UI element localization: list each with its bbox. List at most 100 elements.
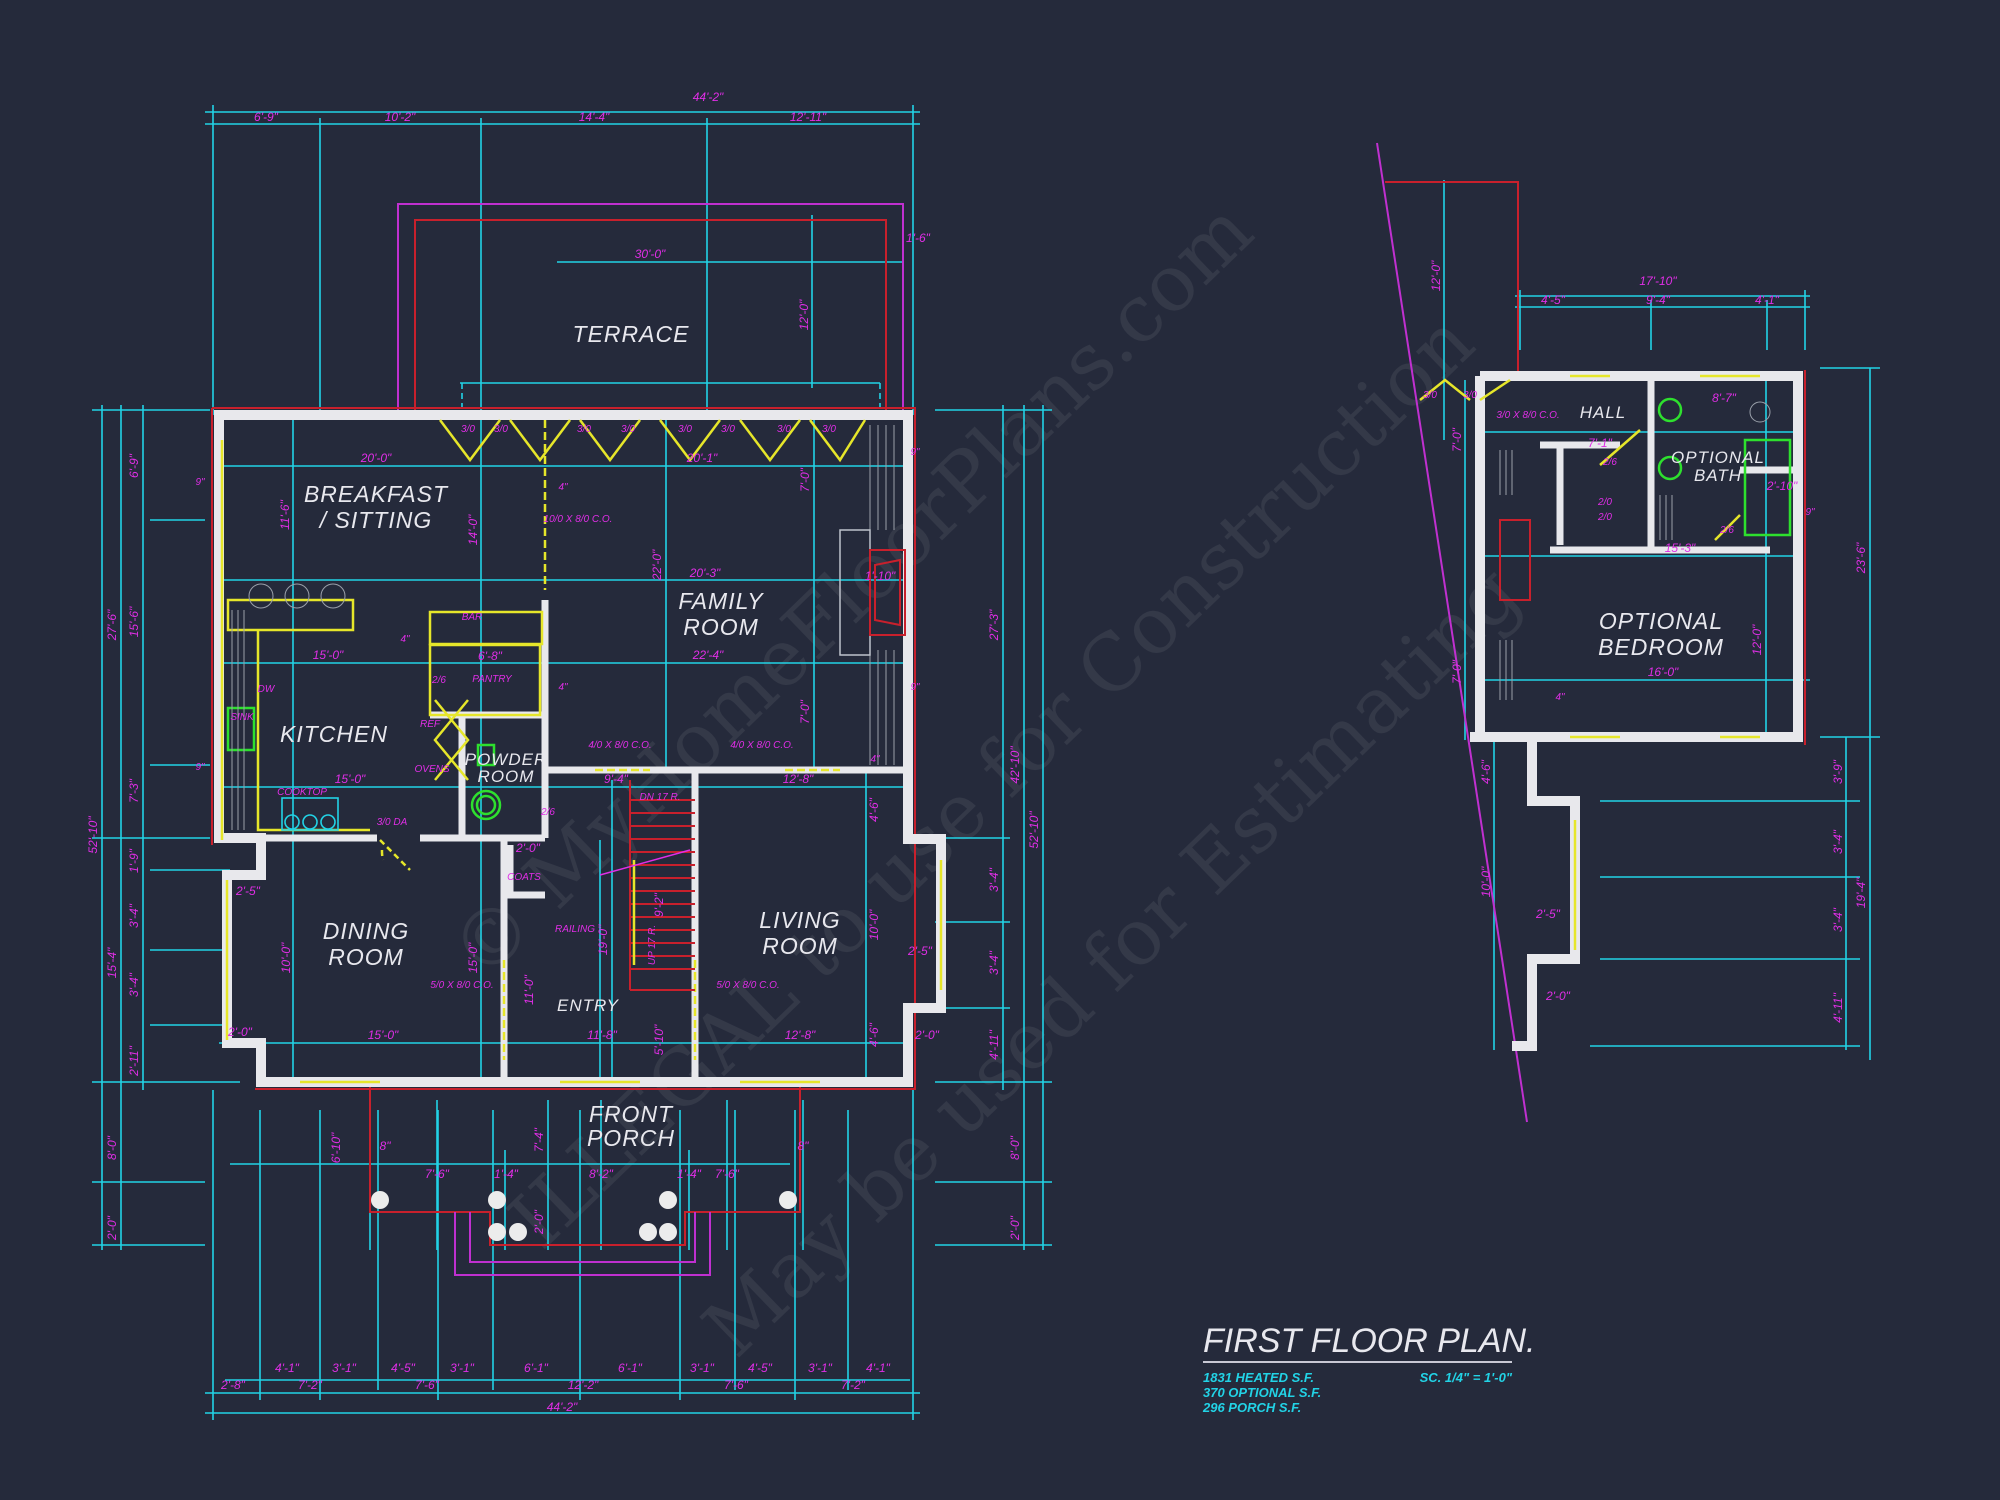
room-label-front-porch: FRONT <box>589 1101 674 1127</box>
column <box>488 1191 506 1209</box>
annotation-note: 2/0 <box>1597 497 1612 508</box>
dimension-label: 6'-9" <box>254 110 279 124</box>
fireplace <box>839 529 906 656</box>
dimension-label: 9'-4" <box>1646 293 1671 307</box>
annotation-note: 9" <box>195 477 205 488</box>
dimension-label: 4'-5" <box>748 1361 773 1375</box>
annotation-note: 2/6 <box>540 807 555 818</box>
dimension-label: 2'-0" <box>532 1209 546 1235</box>
annotation-note: 10/0 X 8/0 C.O. <box>544 514 613 525</box>
dimension-label: 4'-11" <box>987 1029 1001 1059</box>
dimension-label: 4'-5" <box>1541 293 1566 307</box>
column <box>639 1223 657 1241</box>
dimension-label: 16'-0" <box>1648 665 1679 679</box>
main-house-walls <box>211 407 946 1090</box>
column <box>509 1223 527 1241</box>
dimension-label: 4'-6" <box>1479 759 1493 784</box>
dimension-label: 3'-1" <box>808 1361 833 1375</box>
heated-area: 1831 HEATED S.F. <box>1203 1370 1314 1385</box>
dimension-label: 3'-4" <box>1831 829 1845 854</box>
room-label-dining-room: DINING <box>323 918 410 944</box>
annotation-note: 9" <box>910 447 920 458</box>
annotation-note: 4/0 X 8/0 C.O. <box>730 740 793 751</box>
plan-title: FIRST FLOOR PLAN. <box>1203 1322 1536 1360</box>
annotation-note: 3/0 <box>1423 390 1437 401</box>
dimension-label: 7'-6" <box>724 1378 749 1392</box>
dimension-label: 22'-4" <box>692 648 724 662</box>
dimension-label: 7'-2" <box>841 1378 866 1392</box>
dimension-label: 6'-8" <box>478 649 503 663</box>
dimension-label: 6'-1" <box>524 1361 549 1375</box>
dimension-label: 4'-5" <box>391 1361 416 1375</box>
room-label-entry: ENTRY <box>557 996 620 1015</box>
annotation-note: 2/0 <box>1597 512 1612 523</box>
dimension-label: 9'-2" <box>652 892 666 917</box>
dimension-label: 2'-0" <box>515 841 541 855</box>
dimension-label: 8'-2" <box>589 1167 614 1181</box>
dimension-label: 3'-4" <box>127 972 141 997</box>
dimension-label: 20'-0" <box>360 451 392 465</box>
dimension-label: 7'-6" <box>415 1378 440 1392</box>
dimension-label: 2'-5" <box>1535 907 1561 921</box>
annotation-note: DN 17 R. <box>639 792 680 803</box>
annotation-note: PANTRY <box>472 674 513 685</box>
dimension-label: 4'-1" <box>275 1361 300 1375</box>
annotation-note: 9" <box>910 682 920 693</box>
room-label-living-room: ROOM <box>762 933 838 959</box>
dimension-label: 3'-4" <box>1831 907 1845 932</box>
room-label-dining-room: ROOM <box>328 944 404 970</box>
annotation-note: COOKTOP <box>277 787 327 798</box>
annotation-note: 2/6 <box>1719 525 1734 536</box>
annotation-note: 3/0 <box>678 424 692 435</box>
dimension-label: 15'-0" <box>368 1028 399 1042</box>
dimension-label: 2'-5" <box>907 944 933 958</box>
annotation-note: 3/0 X 8/0 C.O. <box>1496 410 1559 421</box>
annotation-note: 4" <box>400 634 410 645</box>
room-label-family-room: ROOM <box>683 614 759 640</box>
dimension-label: 3'-1" <box>450 1361 475 1375</box>
dimension-label: 19'-0" <box>596 924 610 955</box>
dimension-label: 12'-2" <box>568 1378 599 1392</box>
dimension-label: 15'-6" <box>127 606 141 637</box>
room-label-optional-bath: OPTIONAL <box>1671 448 1765 467</box>
dimension-label: 10'-0" <box>1479 866 1493 897</box>
room-label-hall: HALL <box>1580 403 1627 422</box>
annotation-note: 4/0 X 8/0 C.O. <box>588 740 651 751</box>
annotation-note: 2/6 <box>1602 457 1617 468</box>
dimension-label: 23'-6" <box>1854 542 1868 574</box>
dimension-label: 3'-4" <box>127 903 141 928</box>
dimension-label: 1'-6" <box>906 231 931 245</box>
dimension-label: 12'-11" <box>790 110 827 124</box>
dimension-label: 1'-9" <box>127 848 141 873</box>
dimension-label: 7'-6" <box>425 1167 450 1181</box>
dimension-label: 22'-0" <box>650 549 664 581</box>
dimension-lines <box>92 105 1880 1420</box>
column <box>659 1191 677 1209</box>
annotation-note: 5/0 X 8/0 C.O. <box>716 980 779 991</box>
dimension-label: 14'-0" <box>466 514 480 545</box>
dimension-label: 1'-10" <box>865 569 896 583</box>
dimension-label: 44'-2" <box>547 1400 578 1414</box>
column <box>779 1191 797 1209</box>
annotation-note: REF <box>420 719 441 730</box>
dimension-label: 42'-10" <box>1008 746 1022 784</box>
dimension-label: 15'-0" <box>313 648 344 662</box>
room-label-breakfast: / SITTING <box>318 507 433 533</box>
dimension-label: 15'-0" <box>466 942 480 973</box>
annotation-note: UP 17 R. <box>647 925 658 965</box>
room-label-powder-room: POWDER <box>465 750 548 769</box>
room-label-family-room: FAMILY <box>678 588 764 614</box>
dimension-label: 7'-6" <box>715 1167 740 1181</box>
dimension-label: 3'-4" <box>987 867 1001 892</box>
dimension-label: 2'-0" <box>1008 1215 1022 1241</box>
dimension-label: 12'-8" <box>785 1028 816 1042</box>
dimension-label: 2'-8" <box>220 1378 246 1392</box>
annotation-note: OVENS <box>414 764 449 775</box>
annotation-note: 2/6 <box>431 675 446 686</box>
dimension-label: 2'-0" <box>105 1215 119 1241</box>
dimension-label: 27'-6" <box>105 609 119 641</box>
dimension-label: 4'-6" <box>867 1022 881 1047</box>
dimension-label: 6'-1" <box>618 1361 643 1375</box>
dimension-label: 12'-8" <box>783 772 814 786</box>
